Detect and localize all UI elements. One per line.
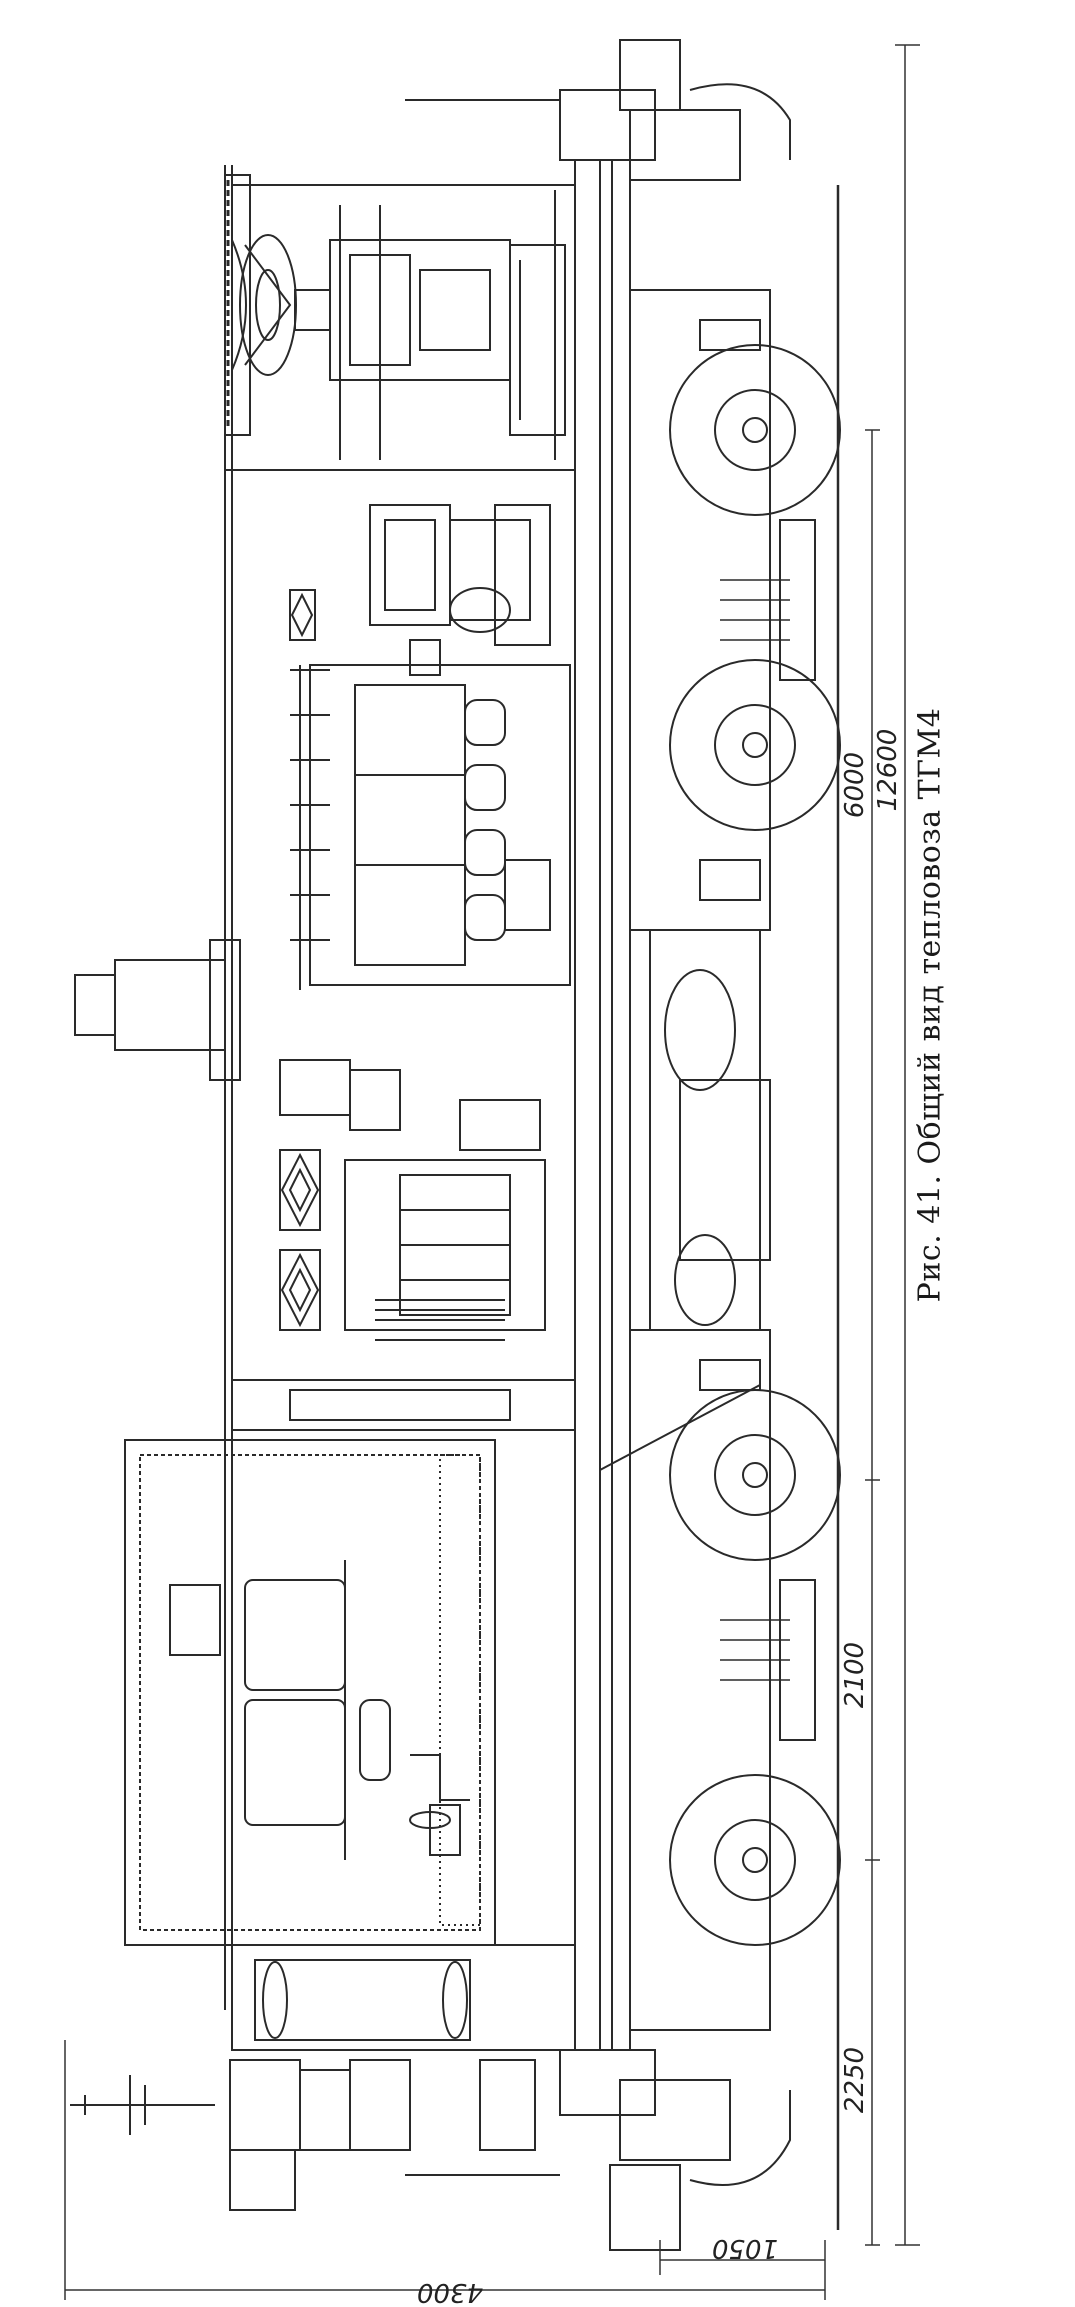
diesel-engine	[290, 664, 571, 990]
exhaust-silencer	[74, 939, 241, 1081]
cardan-shaft	[649, 929, 771, 1331]
dim-bogie-centers-label: 6000	[840, 751, 870, 819]
dim-coupler-height-label: 1050	[711, 2233, 779, 2263]
rear-compartment	[229, 1944, 576, 2211]
radiator-compartment	[224, 174, 576, 471]
auxiliary-generator	[279, 1059, 546, 1341]
roof-horn	[70, 2075, 215, 2135]
cooling-fan	[231, 239, 292, 371]
rear-bogie	[599, 1329, 841, 2031]
driver-cab	[124, 1439, 496, 1946]
dim-total-length-label: 12600	[873, 728, 903, 812]
front-buffer-beam	[405, 39, 791, 181]
dim-line-height	[64, 2040, 826, 2300]
dim-line-overall-length	[895, 44, 920, 2246]
main-frame	[574, 159, 631, 2051]
vent-grilles	[279, 589, 321, 1331]
dim-end-to-axle-label: 2250	[840, 2046, 870, 2114]
hydraulic-transmission	[369, 504, 551, 676]
dim-wheelbase-label: 2100	[840, 1641, 870, 1709]
dim-line-bogie-centers	[865, 429, 880, 1481]
dim-line-end-offset	[865, 1860, 880, 2246]
rear-buffer-beam	[405, 2049, 791, 2251]
compartment-partitions	[232, 1379, 575, 1431]
figure-caption-text: Рис. 41. Общий вид тепловоза ТГМ4	[912, 707, 948, 1303]
front-bogie	[629, 289, 841, 931]
